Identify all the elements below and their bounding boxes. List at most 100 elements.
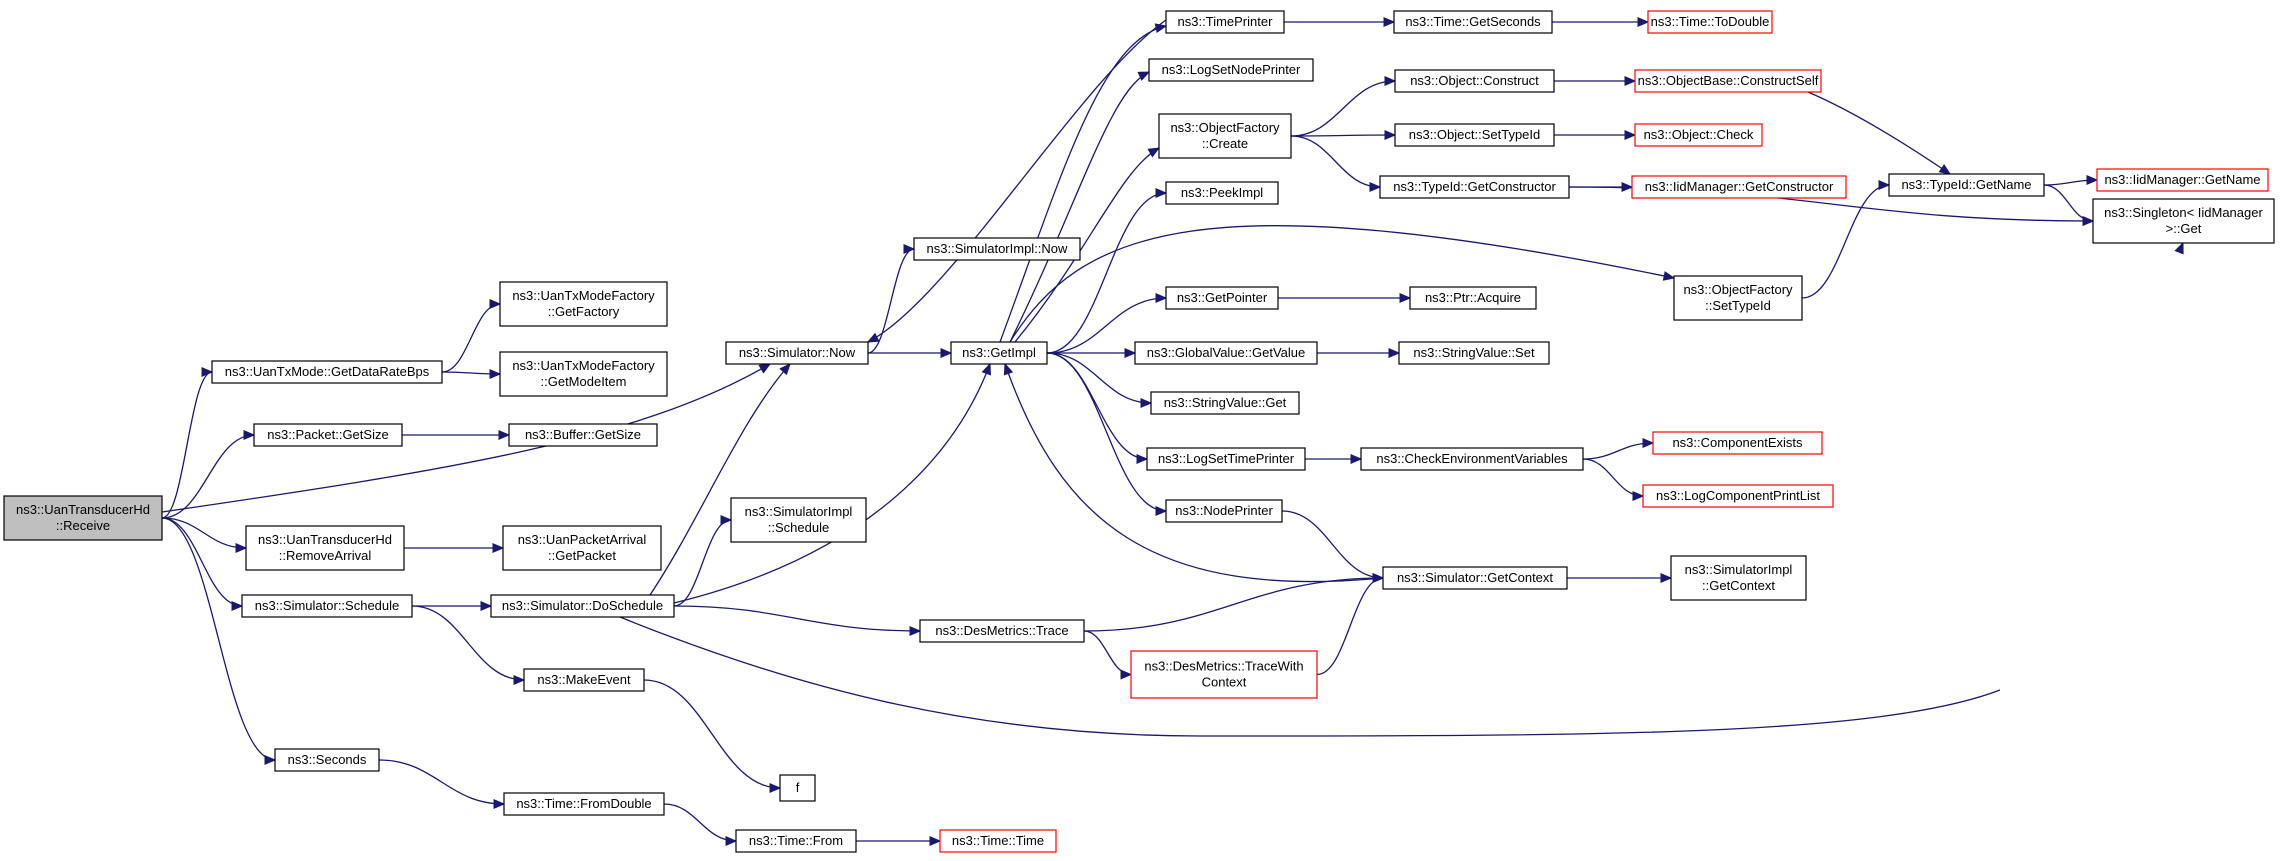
node-box[interactable] [1409, 286, 1537, 310]
node-box[interactable] [919, 619, 1085, 643]
node-packet-getsize[interactable]: ns3::Packet::GetSize [253, 423, 403, 447]
node-checkenv[interactable]: ns3::CheckEnvironmentVariables [1360, 447, 1584, 471]
node-getpointer[interactable]: ns3::GetPointer [1165, 286, 1279, 310]
node-box[interactable] [1634, 123, 1763, 147]
node-compexists[interactable]: ns3::ComponentExists [1652, 431, 1823, 455]
node-simimpl-now[interactable]: ns3::SimulatorImpl::Now [913, 237, 1081, 261]
node-getmodeitem[interactable]: ns3::UanTxModeFactory::GetModeItem [499, 351, 668, 397]
node-box[interactable] [253, 423, 403, 447]
node-box[interactable] [1146, 447, 1306, 471]
node-box[interactable] [1165, 286, 1279, 310]
node-box[interactable] [725, 341, 869, 365]
node-getimpl[interactable]: ns3::GetImpl [950, 341, 1048, 365]
node-box[interactable] [523, 668, 645, 692]
node-box[interactable] [779, 774, 816, 802]
node-typeid-getctor[interactable]: ns3::TypeId::GetConstructor [1379, 175, 1570, 199]
node-box[interactable] [499, 351, 668, 397]
node-box[interactable] [913, 237, 1081, 261]
node-ptr-acquire[interactable]: ns3::Ptr::Acquire [1409, 286, 1537, 310]
node-gv-getvalue[interactable]: ns3::GlobalValue::GetValue [1134, 341, 1318, 365]
node-logcomplist[interactable]: ns3::LogComponentPrintList [1642, 484, 1834, 508]
node-box[interactable] [241, 594, 413, 618]
node-box[interactable] [1382, 566, 1568, 590]
node-box[interactable] [1130, 650, 1318, 699]
node-from[interactable]: ns3::Time::From [735, 829, 857, 853]
node-box[interactable] [1652, 431, 1823, 455]
node-fromdouble[interactable]: ns3::Time::FromDouble [503, 792, 665, 816]
node-box[interactable] [1673, 275, 1803, 321]
node-box[interactable] [1647, 10, 1773, 34]
node-getcontext[interactable]: ns3::Simulator::GetContext [1382, 566, 1568, 590]
node-box[interactable] [1158, 113, 1292, 159]
node-box[interactable] [3, 495, 163, 541]
node-typeid-getname[interactable]: ns3::TypeId::GetName [1888, 173, 2045, 197]
node-sim-now[interactable]: ns3::Simulator::Now [725, 341, 869, 365]
node-box[interactable] [1642, 484, 1834, 508]
node-box[interactable] [245, 525, 405, 571]
node-box[interactable] [508, 423, 658, 447]
node-box[interactable] [211, 360, 443, 384]
node-box[interactable] [1148, 58, 1314, 82]
node-of-settypeid[interactable]: ns3::ObjectFactory::SetTypeId [1673, 275, 1803, 321]
node-box[interactable] [1670, 555, 1807, 601]
node-getdatarate[interactable]: ns3::UanTxMode::GetDataRateBps [211, 360, 443, 384]
node-sv-get[interactable]: ns3::StringValue::Get [1150, 391, 1300, 415]
node-box[interactable] [1631, 175, 1847, 199]
node-box[interactable] [1398, 341, 1550, 365]
node-box[interactable] [1165, 181, 1279, 205]
node-getpacket[interactable]: ns3::UanPacketArrival::GetPacket [502, 525, 662, 571]
node-schedule[interactable]: ns3::Simulator::Schedule [241, 594, 413, 618]
node-lognodeprinter[interactable]: ns3::LogSetNodePrinter [1148, 58, 1314, 82]
node-box[interactable] [1360, 447, 1584, 471]
node-box[interactable] [1634, 69, 1822, 93]
node-obj-settypeid[interactable]: ns3::Object::SetTypeId [1394, 123, 1555, 147]
node-box[interactable] [1888, 173, 2045, 197]
node-logtimeprinter[interactable]: ns3::LogSetTimePrinter [1146, 447, 1306, 471]
node-obj-check[interactable]: ns3::Object::Check [1634, 123, 1763, 147]
node-root[interactable]: ns3::UanTransducerHd::Receive [3, 495, 163, 541]
node-box[interactable] [735, 829, 857, 853]
node-sv-set[interactable]: ns3::StringValue::Set [1398, 341, 1550, 365]
node-box[interactable] [499, 281, 668, 327]
node-box[interactable] [1394, 69, 1555, 93]
node-box[interactable] [1394, 123, 1555, 147]
node-box[interactable] [1134, 341, 1318, 365]
node-simimpl-getcontext[interactable]: ns3::SimulatorImpl::GetContext [1670, 555, 1807, 601]
node-peekimpl[interactable]: ns3::PeekImpl [1165, 181, 1279, 205]
node-removearrival[interactable]: ns3::UanTransducerHd::RemoveArrival [245, 525, 405, 571]
node-makeevent[interactable]: ns3::MakeEvent [523, 668, 645, 692]
node-time[interactable]: ns3::Time::Time [939, 829, 1057, 853]
node-destrace[interactable]: ns3::DesMetrics::Trace [919, 619, 1085, 643]
node-time-getseconds[interactable]: ns3::Time::GetSeconds [1393, 10, 1553, 34]
node-iid-getname[interactable]: ns3::IidManager::GetName [2096, 168, 2269, 192]
node-doschedule[interactable]: ns3::Simulator::DoSchedule [490, 594, 675, 618]
node-box[interactable] [1393, 10, 1553, 34]
node-getfactory[interactable]: ns3::UanTxModeFactory::GetFactory [499, 281, 668, 327]
node-box[interactable] [2096, 168, 2269, 192]
node-seconds[interactable]: ns3::Seconds [274, 748, 380, 772]
node-box[interactable] [1150, 391, 1300, 415]
node-box[interactable] [490, 594, 675, 618]
node-simimpl-schedule[interactable]: ns3::SimulatorImpl::Schedule [730, 497, 867, 543]
node-of-create[interactable]: ns3::ObjectFactory::Create [1158, 113, 1292, 159]
node-buffer-getsize[interactable]: ns3::Buffer::GetSize [508, 423, 658, 447]
node-box[interactable] [502, 525, 662, 571]
node-box[interactable] [1379, 175, 1570, 199]
node-timeprinter[interactable]: ns3::TimePrinter [1165, 10, 1285, 34]
node-box[interactable] [1165, 499, 1283, 523]
node-f[interactable]: f [779, 774, 816, 802]
node-box[interactable] [2092, 198, 2275, 244]
node-box[interactable] [730, 497, 867, 543]
node-box[interactable] [503, 792, 665, 816]
node-obj-construct[interactable]: ns3::Object::Construct [1394, 69, 1555, 93]
node-time-todouble[interactable]: ns3::Time::ToDouble [1647, 10, 1773, 34]
node-nodeprinter[interactable]: ns3::NodePrinter [1165, 499, 1283, 523]
node-iid-getctor[interactable]: ns3::IidManager::GetConstructor [1631, 175, 1847, 199]
node-objbase-constructself[interactable]: ns3::ObjectBase::ConstructSelf [1634, 69, 1822, 93]
node-box[interactable] [1165, 10, 1285, 34]
node-singleton-get[interactable]: ns3::Singleton< IidManager>::Get [2092, 198, 2275, 244]
node-box[interactable] [274, 748, 380, 772]
node-box[interactable] [939, 829, 1057, 853]
node-box[interactable] [950, 341, 1048, 365]
